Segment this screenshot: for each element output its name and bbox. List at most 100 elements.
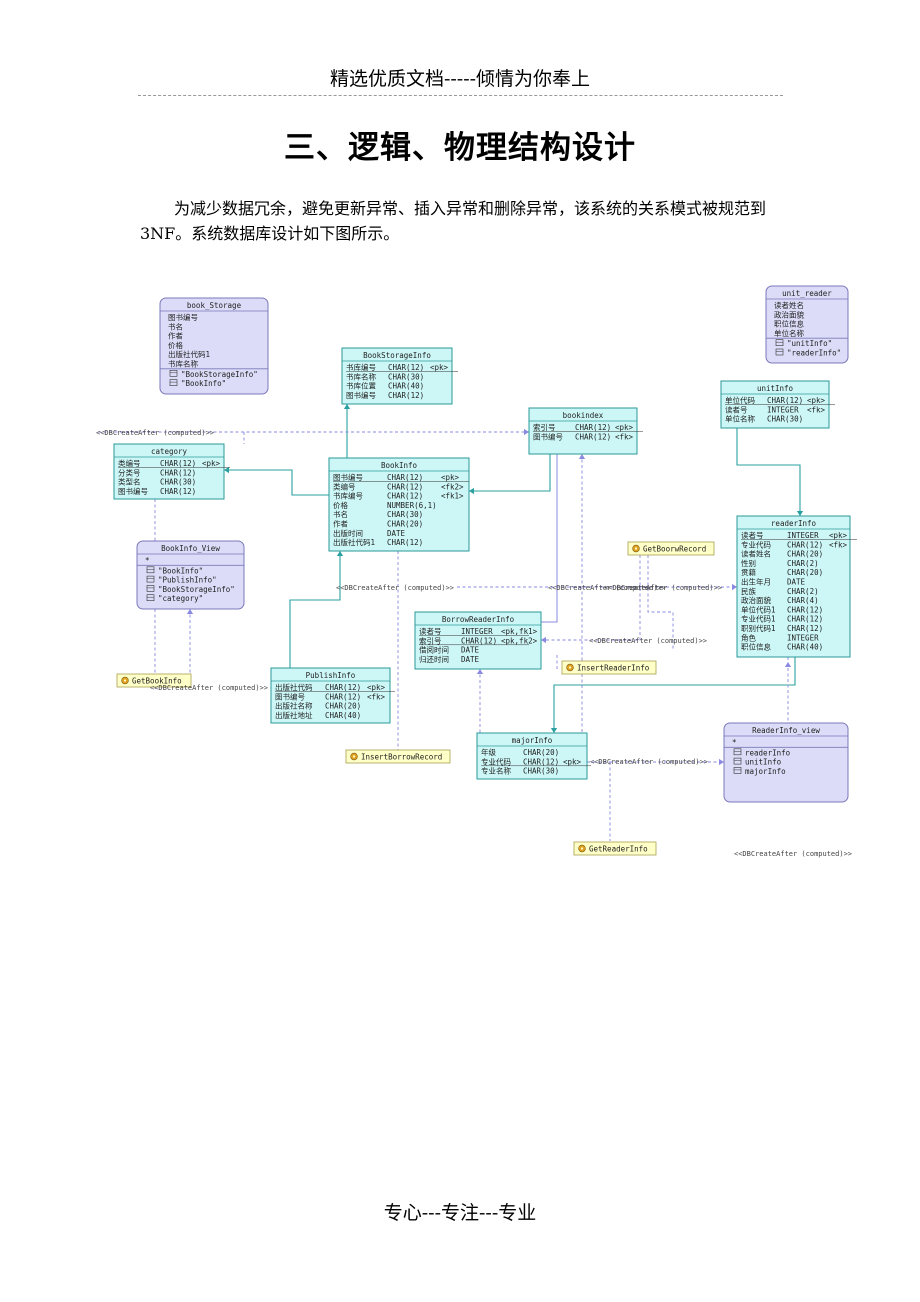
view-column: * (145, 556, 150, 565)
entity-unit_reader[interactable]: unit_reader读者姓名政治面貌职位信息单位名称"unitInfo""re… (765, 285, 849, 364)
column-key: <fk> (367, 692, 386, 701)
column-name: 政治面貌 (741, 595, 771, 605)
column-type: CHAR(12) (387, 473, 423, 482)
view-column: 价格 (168, 340, 183, 350)
entity-title: readerInfo (771, 519, 817, 528)
column-name: 专业代码 (481, 756, 511, 766)
table-ref-icon (169, 379, 178, 386)
procedure-GetBoorwRecord[interactable]: GetBoorwRecord (627, 541, 715, 556)
link-arrowhead (469, 487, 474, 495)
procedure-GetBookInfo[interactable]: GetBookInfo (116, 673, 192, 688)
column-type: CHAR(12) (575, 432, 611, 441)
procedure-InsertReaderInfo[interactable]: InsertReaderInfo (561, 660, 657, 675)
link-arrowhead (343, 404, 351, 409)
link-arrowhead (541, 636, 546, 644)
column-type: INTEGER (787, 633, 819, 642)
view-ref: "category" (158, 594, 203, 603)
entity-frame (136, 540, 245, 610)
column-name: 借阅时间 (419, 645, 449, 655)
column-type: CHAR(12) (325, 683, 361, 692)
column-name: 贯籍 (741, 567, 756, 577)
entity-frame (159, 297, 269, 395)
entity-frame (341, 347, 453, 405)
column-type: CHAR(20) (387, 520, 423, 529)
column-type: CHAR(40) (787, 643, 823, 652)
column-type: CHAR(30) (160, 478, 196, 487)
column-name: 读者姓名 (741, 549, 771, 559)
column-name: 书库编号 (333, 491, 363, 501)
procedure-GetReaderInfo[interactable]: GetReaderInfo (573, 841, 657, 856)
entity-title: PublishInfo (306, 671, 356, 680)
column-type: CHAR(20) (325, 702, 361, 711)
column-key: <pk> (829, 531, 848, 540)
column-name: 读者号 (419, 626, 442, 636)
link-arrowhead (550, 728, 558, 733)
page-header: 精选优质文档-----倾情为你奉上 (329, 68, 591, 90)
foreign-key-link (553, 657, 796, 733)
diagram-notes: <<DBCreateAfter (computed)>> <<DBCreateAf… (96, 429, 852, 858)
column-type: CHAR(12) (787, 615, 823, 624)
table-ref-icon (146, 566, 155, 574)
procedure-InsertBorrowRecord[interactable]: InsertBorrowRecord (345, 749, 451, 764)
entity-frame (414, 611, 542, 670)
view-column: * (732, 738, 737, 747)
column-type: CHAR(20) (523, 748, 559, 757)
entity-title: ReaderInfo_view (752, 726, 820, 735)
entity-bookinfo_view[interactable]: BookInfo_View*"BookInfo""PublishInfo""Bo… (136, 540, 245, 610)
column-name: 价格 (333, 500, 348, 510)
entity-frame (113, 443, 225, 500)
view-ref: "BookStorageInfo" (181, 370, 258, 379)
trigger-annotation: <<DBCreateAfter (computed)>> (96, 429, 214, 437)
column-type: CHAR(40) (325, 711, 361, 720)
entity-title: majorInfo (512, 736, 553, 745)
column-name: 图书编号 (533, 431, 563, 441)
column-key: <fk> (807, 405, 826, 414)
column-name: 图书编号 (275, 691, 305, 701)
column-type: INTEGER (787, 531, 819, 540)
entity-title: BorrowReaderInfo (442, 615, 515, 624)
column-type: CHAR(12) (787, 624, 823, 633)
procedure-name: InsertBorrowRecord (361, 753, 442, 762)
entity-title: BookInfo (381, 461, 418, 470)
view-ref: readerInfo (745, 748, 791, 757)
entity-book_storage[interactable]: book_Storage图书编号书名作者价格出版社代码1书库名称"BookSto… (159, 297, 269, 395)
entity-readerinfo_view[interactable]: ReaderInfo_view*readerInfounitInfomajorI… (723, 722, 849, 803)
column-type: CHAR(12) (787, 540, 823, 549)
view-ref: "readerInfo" (787, 349, 841, 358)
view-column: 作者 (168, 331, 183, 341)
column-name: 出版社代码 (275, 682, 313, 692)
foreign-key-link (289, 551, 341, 668)
procedure-name: GetBookInfo (132, 677, 182, 686)
column-type: DATE (461, 655, 480, 664)
entity-frame (270, 667, 391, 724)
trigger-annotation: <<DBCreateAfter (computed)>> (590, 758, 708, 766)
entity-title: BookInfo_View (161, 544, 220, 553)
trigger-annotation: <<DBCreateAfter (computed)>> (604, 584, 722, 592)
column-name: 出版社名称 (275, 701, 313, 711)
column-name: 出版时间 (333, 528, 363, 538)
column-type: INTEGER (461, 627, 493, 636)
column-key: <pk> (615, 423, 634, 432)
column-type: INTEGER (767, 405, 799, 414)
column-name: 单位代码 (725, 395, 755, 405)
column-type: CHAR(12) (787, 605, 823, 614)
column-name: 性别 (741, 558, 756, 568)
column-type: CHAR(12) (387, 482, 423, 491)
gear-icon (632, 544, 640, 553)
column-type: CHAR(4) (787, 596, 819, 605)
column-type: CHAR(20) (787, 568, 823, 577)
table-ref-icon (733, 767, 742, 774)
column-type: CHAR(12) (388, 363, 424, 372)
procedure-frame (573, 841, 657, 856)
column-name: 索引号 (419, 635, 442, 645)
